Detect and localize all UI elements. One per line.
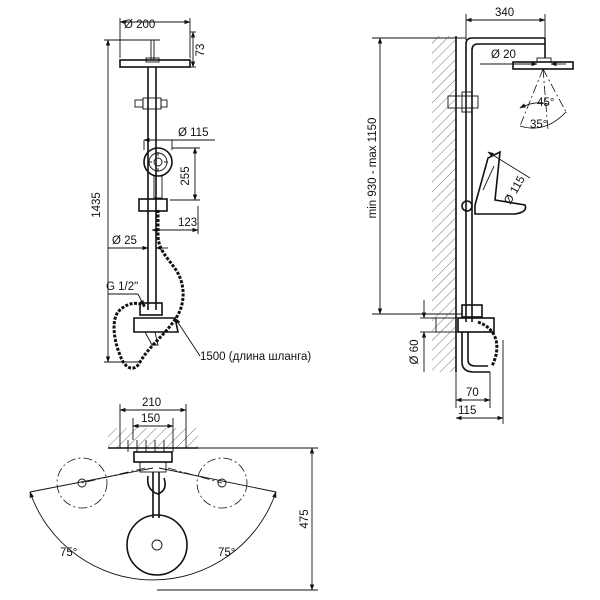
dim-handshower-diameter: Ø 115 (143, 127, 215, 150)
svg-text:min 930 - max 1150: min 930 - max 1150 (367, 118, 379, 219)
handshower-left-position (56, 457, 146, 509)
front-view: Ø 200 73 1435 Ø 115 255 (91, 18, 311, 370)
top-shower-nozzle (151, 539, 163, 551)
dim-connection-thread: G 1/2" (106, 281, 145, 307)
dim-height-range: min 930 - max 1150 (367, 37, 466, 315)
wall-section (432, 36, 457, 372)
dim-head-height: 73 (190, 31, 207, 68)
dim-holder-offset: 123 (151, 206, 199, 234)
side-shower-head (512, 57, 574, 131)
svg-text:Ø 25: Ø 25 (112, 235, 137, 247)
dim-pipe-diameter: Ø 25 (108, 235, 168, 251)
svg-text:210: 210 (142, 397, 161, 409)
top-wall (108, 428, 198, 449)
svg-text:115: 115 (458, 405, 476, 417)
dim-side-handshower-diameter: Ø 115 (487, 151, 531, 207)
svg-text:Ø 115: Ø 115 (178, 127, 208, 139)
top-shower-head (126, 514, 188, 576)
dim-arm-length: 340 (465, 7, 546, 40)
shower-column-pipe (134, 67, 168, 310)
dim-holder-span: 255 (170, 147, 200, 201)
svg-text:73: 73 (195, 44, 207, 57)
side-hand-shower (474, 150, 527, 215)
dim-spout-projection: 70 (455, 372, 491, 408)
spray-angle-45: 45° (537, 97, 554, 109)
svg-text:Ø 20: Ø 20 (491, 49, 516, 61)
dim-hose-length: 1500 (длина шланга) (174, 317, 311, 363)
svg-text:123: 123 (178, 217, 197, 229)
svg-text:70: 70 (466, 387, 479, 399)
dim-nozzle-diameter: Ø 20 (480, 49, 566, 67)
side-column (447, 37, 546, 322)
dim-escutcheon-diameter: Ø 60 (409, 300, 436, 372)
top-view: 210 150 (29, 397, 318, 591)
svg-text:255: 255 (180, 166, 192, 185)
dim-head-diameter: Ø 200 (119, 18, 191, 58)
angle-right: 75° (218, 547, 235, 559)
svg-text:150: 150 (141, 413, 160, 425)
dim-outer-width: 210 (119, 397, 187, 448)
rain-shower-head (119, 39, 191, 68)
svg-text:1500 (длина шланга): 1500 (длина шланга) (200, 351, 311, 363)
side-mixer (435, 304, 499, 373)
svg-text:340: 340 (495, 7, 514, 19)
svg-text:Ø 60: Ø 60 (409, 340, 421, 365)
shower-hose (112, 210, 185, 370)
svg-text:Ø 200: Ø 200 (124, 19, 155, 31)
dim-side-depth: 115 (455, 340, 504, 424)
svg-text:475: 475 (299, 509, 311, 528)
hand-shower (138, 147, 173, 212)
side-view: 340 Ø 20 45° 35° Ø 115 min 930 - max 115… (367, 7, 574, 424)
svg-text:1435: 1435 (91, 192, 103, 218)
swing-arc (29, 467, 277, 581)
handshower-right-position (167, 457, 248, 509)
top-fittings (127, 440, 174, 518)
angle-left: 75° (60, 547, 77, 559)
svg-text:G 1/2": G 1/2" (106, 281, 138, 293)
spray-angle-35: 35° (530, 119, 547, 131)
dim-top-depth: 475 (157, 447, 318, 591)
svg-text:Ø 115: Ø 115 (502, 174, 528, 206)
dim-inner-width: 150 (132, 413, 174, 440)
dim-total-height: 1435 (91, 39, 160, 363)
